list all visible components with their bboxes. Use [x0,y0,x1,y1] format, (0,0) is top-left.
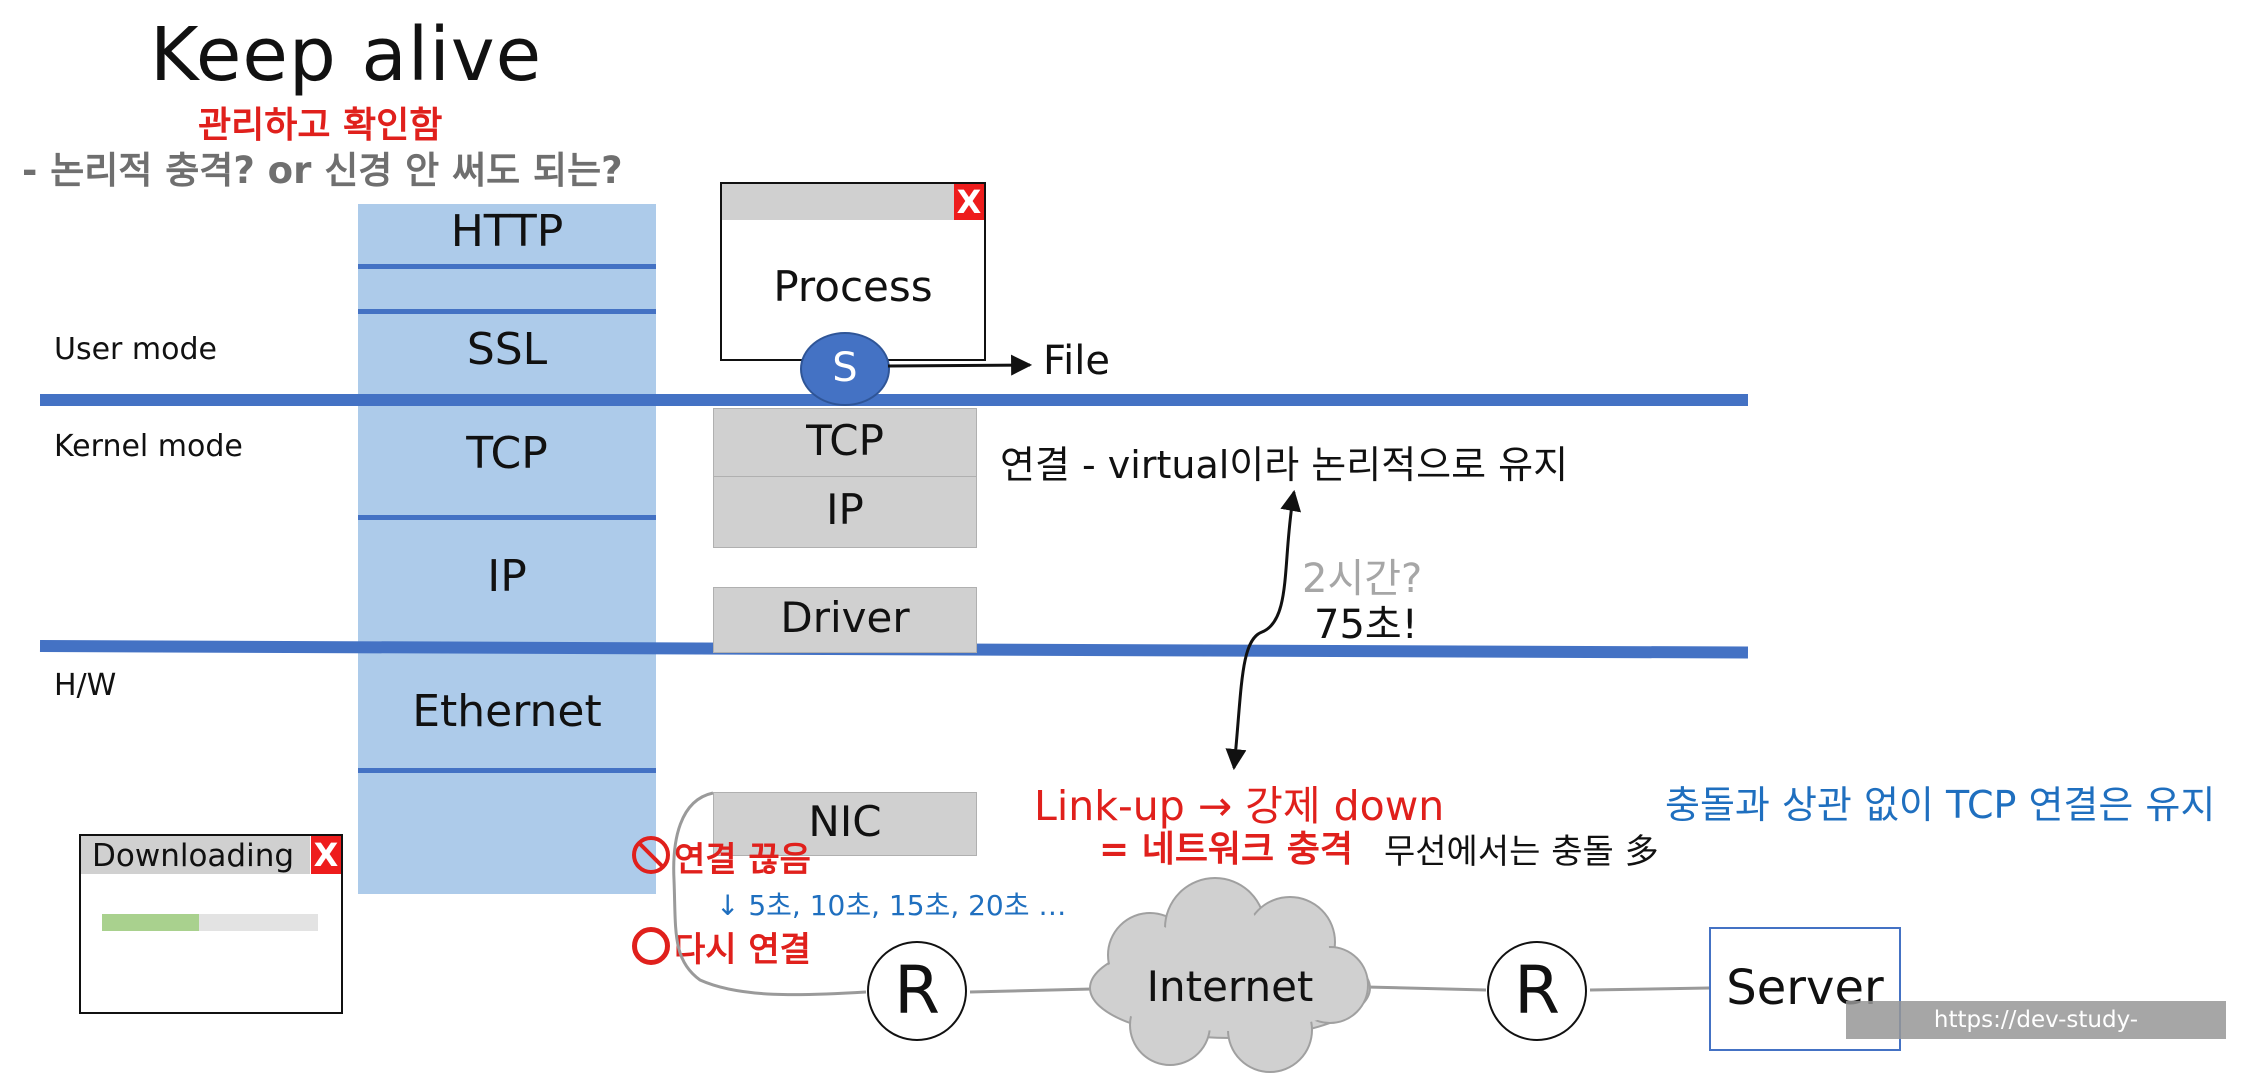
download-close-button[interactable]: X [311,836,341,874]
download-label: Downloading [92,838,295,874]
circle-icon [632,927,670,965]
reconnect-note: 다시 연결 [674,930,811,970]
wireless-note: 무선에서는 충돌 多 [1384,832,1659,872]
stack-divider [358,309,656,314]
kernel-tcp-box: TCP [713,408,977,478]
stack-layer-ssl: SSL [466,324,548,375]
keep-tcp-note: 충돌과 상관 없이 TCP 연결은 유지 [1665,783,2216,827]
download-progress-fill [102,914,199,931]
internet-label: Internet [1146,962,1314,1011]
diagram-title: Keep alive [150,12,543,98]
connection-note: 연결 - virtual이라 논리적으로 유지 [1000,443,1569,487]
nic-box: NIC [713,792,977,856]
user-mode-label: User mode [54,332,217,367]
network-shock-note: = 네트워크 충격 [1099,829,1353,870]
router-server-line [1589,986,1710,992]
download-titlebar [81,836,310,874]
disconnect-note: 연결 끊음 [674,840,811,880]
stack-layer-http: HTTP [450,206,564,257]
cloud-icon [1089,877,1371,1073]
process-close-button[interactable]: X [954,184,984,220]
stack-layer-tcp: TCP [466,428,548,479]
protocol-stack [358,204,656,894]
router-left: R [867,941,967,1041]
router-internet-line [969,987,1093,994]
driver-box: Driver [713,587,977,653]
internet-router-line [1365,985,1487,992]
stack-divider [358,515,656,520]
retry-intervals-note: ↓ 5초, 10초, 15초, 20초 … [716,889,1067,922]
keepalive-arrow [1225,489,1302,771]
process-titlebar [722,184,954,220]
process-label: Process [773,262,933,311]
seventy-five-seconds-note: 75초! [1314,602,1418,648]
kernel-ip-box: IP [713,476,977,548]
link-up-note: Link-up → 강제 down [1034,782,1445,830]
stack-divider [358,264,656,269]
stack-divider [358,768,656,773]
watermark: https://dev-study-501.tistory.com [1846,1001,2226,1071]
stack-layer-ethernet: Ethernet [412,686,602,737]
nic-link-line [672,791,867,997]
hw-mode-label: H/W [54,668,117,703]
router-right: R [1487,941,1587,1041]
file-label: File [1043,338,1110,384]
user-kernel-boundary [40,394,1748,406]
socket-node: S [800,332,890,406]
subtitle-red: 관리하고 확인함 [198,105,443,146]
two-hours-note: 2시간? [1302,556,1423,602]
kernel-mode-label: Kernel mode [54,429,243,464]
prohibited-icon [632,836,670,874]
stack-layer-ip: IP [487,551,527,602]
file-arrow [887,354,1033,376]
subtitle-gray: - 논리적 충격? or 신경 안 써도 되는? [22,149,623,192]
